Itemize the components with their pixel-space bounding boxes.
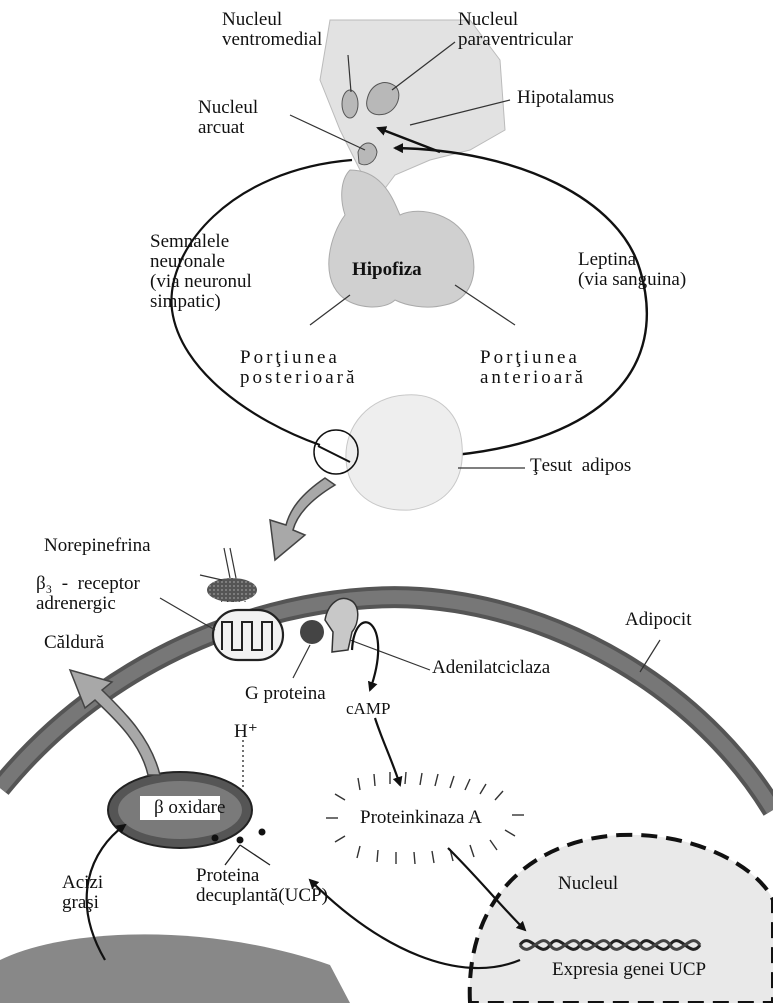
label-expresia-genei-ucp: Expresia genei UCP [552, 960, 706, 980]
label-acizi-grasi: Acizi graşi [62, 873, 103, 913]
label-leptina: Leptina (via sanguina) [578, 250, 686, 290]
label-camp: cAMP [346, 700, 390, 718]
label-adipocit: Adipocit [625, 610, 692, 630]
label-portiunea-posterioara: Porţiunea posterioară [240, 348, 357, 388]
camp-arrow [352, 622, 378, 690]
label-hipofiza: Hipofiza [352, 260, 422, 280]
label-norepinefrina: Norepinefrina [44, 536, 151, 556]
g-proteina-shape [300, 620, 324, 644]
nucleul-ventromedial-shape [342, 90, 358, 118]
label-nucleul: Nucleul [558, 874, 618, 894]
label-beta-oxidare: β oxidare [154, 798, 225, 818]
label-adenilatciclaza: Adenilatciclaza [432, 658, 550, 678]
label-nucleul-ventromedial: Nucleul ventromedial [222, 10, 322, 50]
label-nucleul-paraventricular: Nucleul paraventricular [458, 10, 573, 50]
hipofiza-shape [329, 170, 474, 307]
label-nucleul-arcuat: Nucleul arcuat [198, 98, 258, 138]
tesut-adipos-shape [346, 395, 462, 510]
label-beta3-receptor: β₃ - receptor adrenergic [36, 574, 140, 614]
label-h-plus: H⁺ [234, 722, 258, 742]
label-tesut-adipos: Ţesut adipos [530, 456, 631, 476]
label-portiunea-anterioara: Porţiunea anterioară [480, 348, 586, 388]
label-semnalele-neuronale: Semnalele neuronale (via neuronul simpat… [150, 232, 252, 312]
label-proteinkinaza: Proteinkinaza A [360, 808, 482, 828]
lipid-droplet [0, 934, 350, 1003]
svg-text:· · · · ·: · · · · · [220, 597, 247, 608]
label-caldura: Căldură [44, 633, 104, 653]
label-g-proteina: G proteina [245, 684, 326, 704]
zoom-arrow [270, 478, 335, 560]
label-hipotalamus: Hipotalamus [517, 88, 614, 108]
pka-arrow [375, 718, 400, 785]
label-proteina-decuplanta: Proteina decuplantă(UCP) [196, 866, 328, 906]
